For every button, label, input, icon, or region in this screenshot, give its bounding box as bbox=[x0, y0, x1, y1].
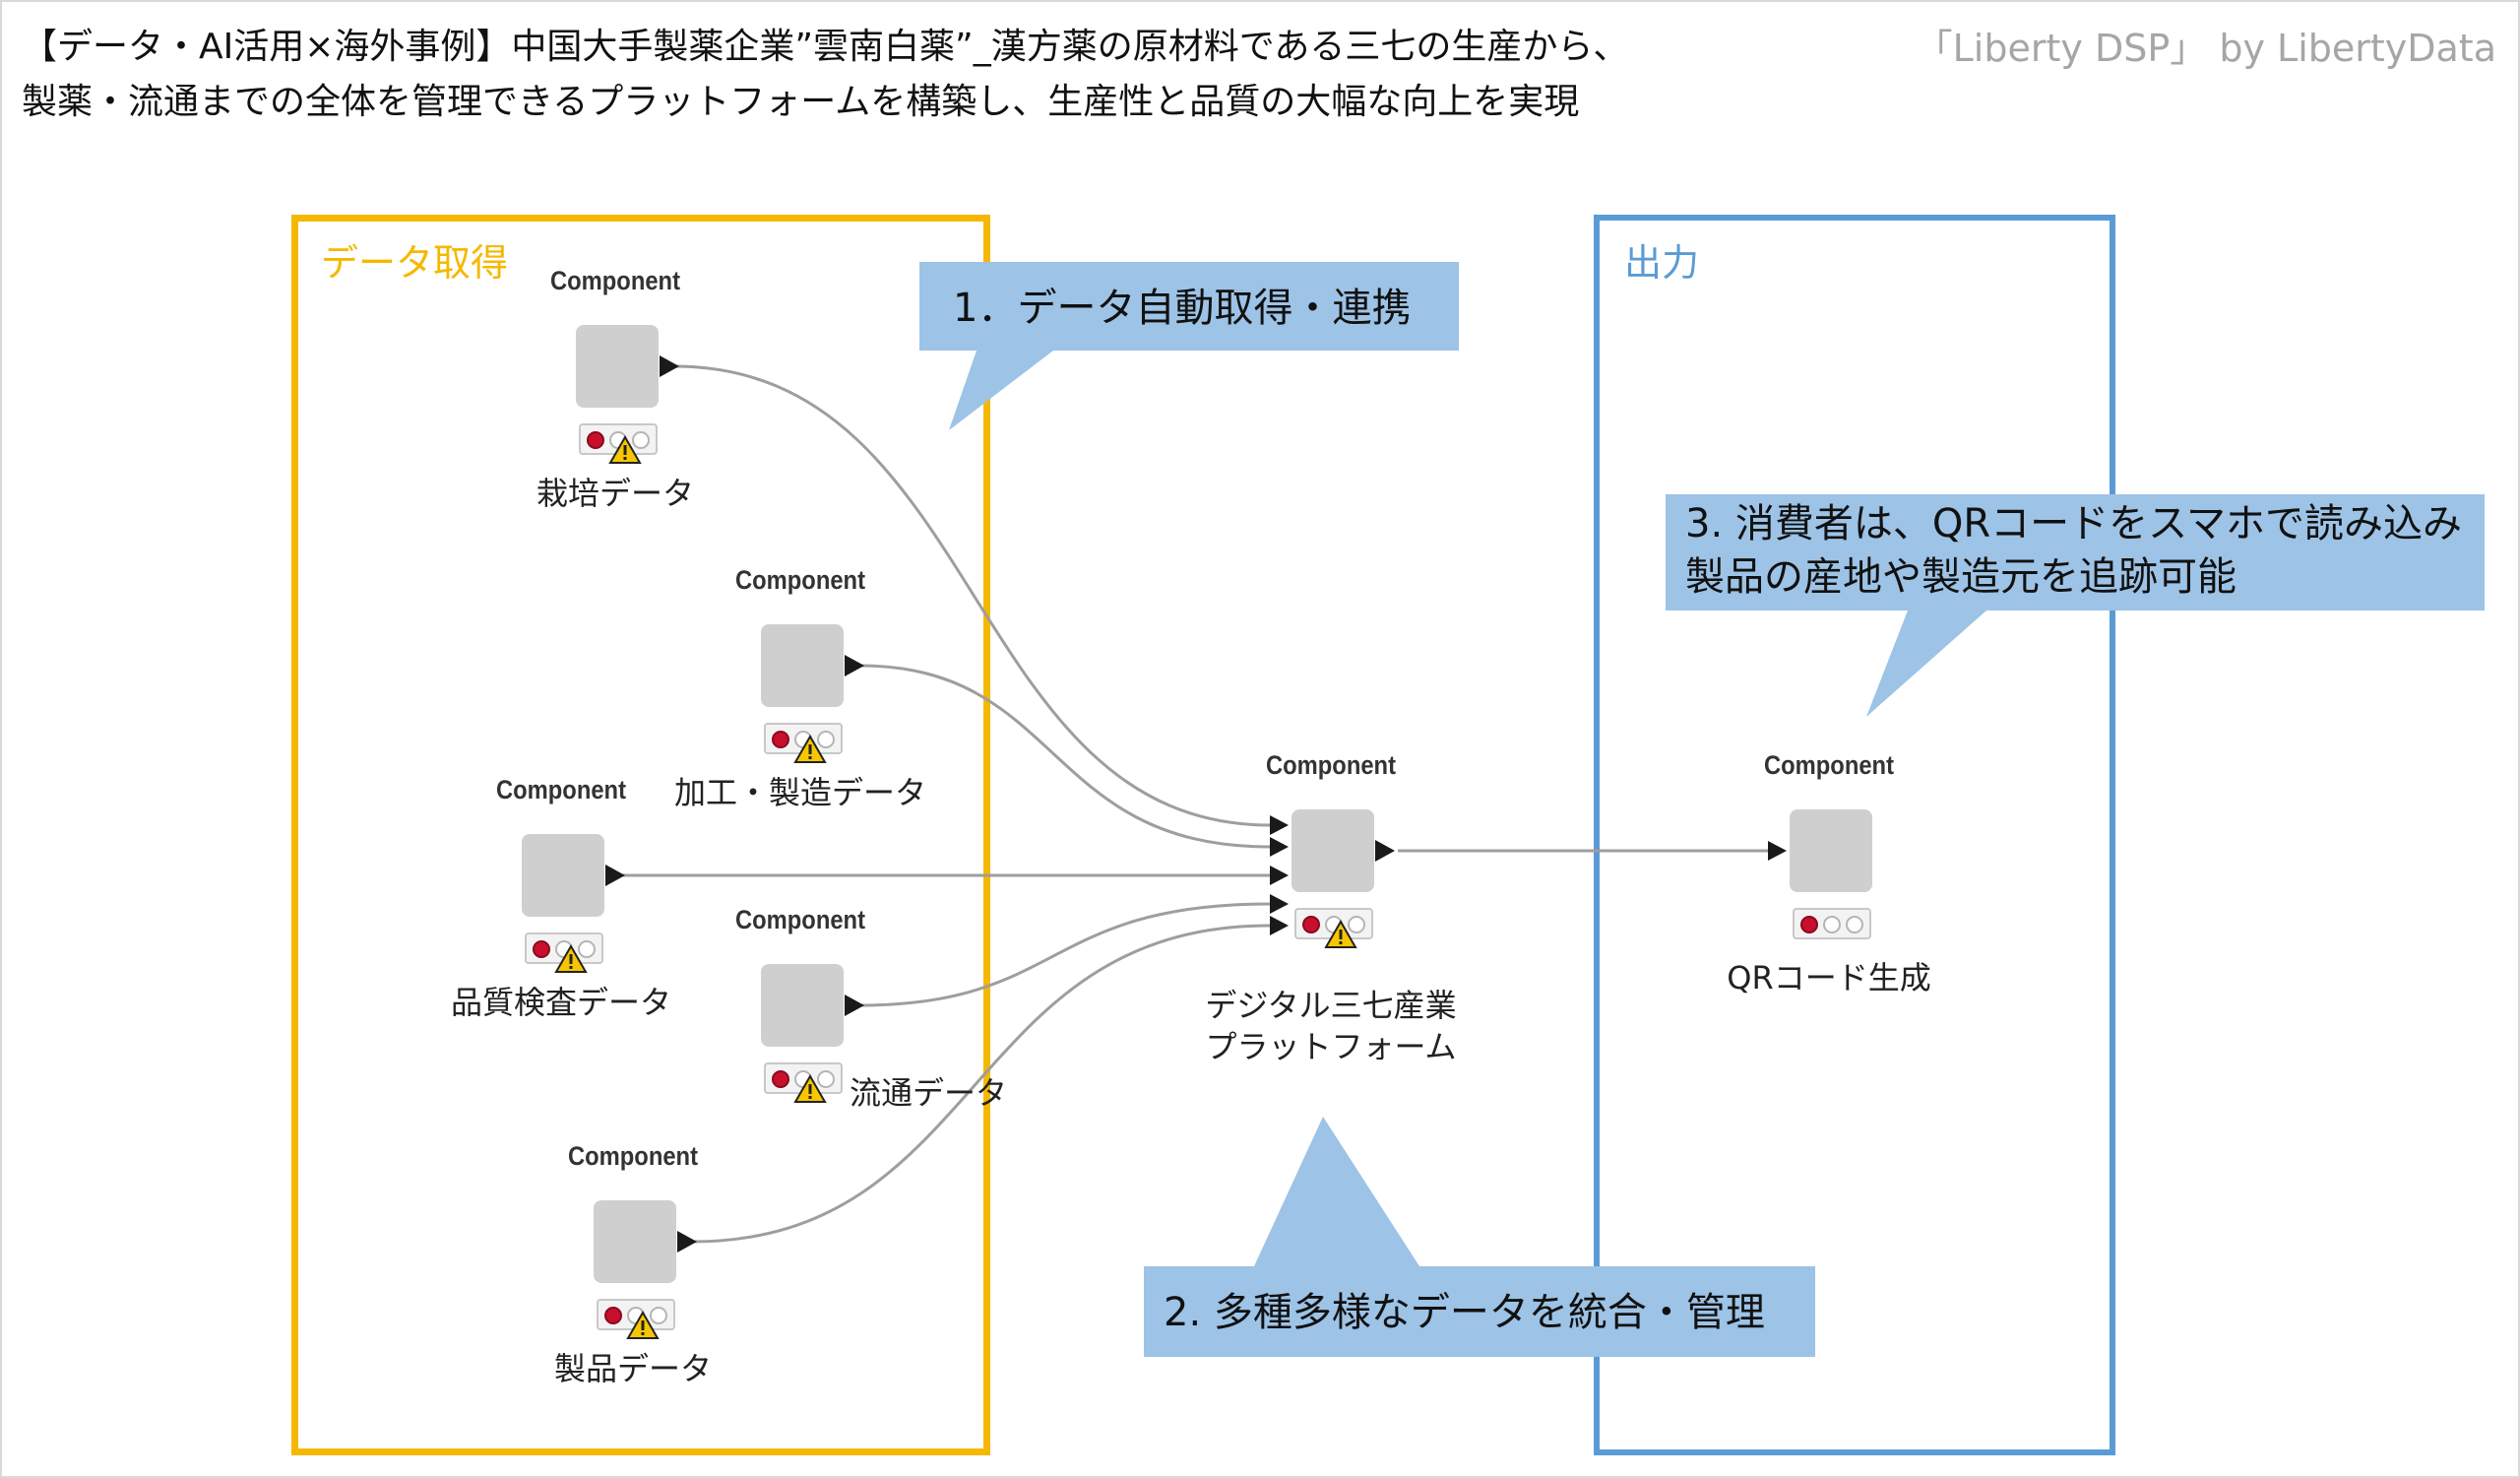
status-green-light-icon bbox=[578, 940, 596, 958]
status-yellow-light-icon bbox=[1823, 916, 1841, 933]
output-label: 出力 bbox=[1624, 241, 1700, 285]
node-label: 品質検査データ bbox=[450, 984, 671, 1021]
node-label-line-2: プラットフォーム bbox=[1205, 1028, 1457, 1065]
warning-icon bbox=[608, 435, 642, 464]
node-body[interactable] bbox=[522, 834, 604, 917]
status-red-light-icon bbox=[1800, 916, 1818, 933]
input-port-4-icon[interactable] bbox=[1270, 894, 1289, 914]
status-green-light-icon bbox=[632, 431, 650, 449]
node-processing-data[interactable]: Component 加工・製造データ bbox=[674, 565, 926, 811]
callout-1-shape bbox=[919, 262, 1459, 430]
status-red-light-icon bbox=[772, 1070, 789, 1088]
node-digital-platform[interactable]: Component デジタル三七産業 プラットフォーム bbox=[1205, 750, 1456, 1065]
callout-2-shape bbox=[1144, 1117, 1815, 1357]
title-line-2: 製薬・流通までの全体を管理できるプラットフォームを構築し、生産性と品質の大幅な向… bbox=[22, 82, 1580, 122]
callout-3-line-1: 3. 消費者は、QRコードをスマホで読み込み bbox=[1685, 501, 2462, 546]
warning-icon bbox=[1324, 920, 1357, 948]
input-port-2-icon[interactable] bbox=[1270, 837, 1289, 857]
brand-watermark: 「Liberty DSP」 by LibertyData bbox=[1915, 27, 2496, 70]
callout-3-shape bbox=[1666, 494, 2485, 717]
node-label: 栽培データ bbox=[536, 475, 694, 512]
node-type-caption: Component bbox=[496, 775, 626, 804]
node-label: 製品データ bbox=[553, 1350, 712, 1387]
node-label: QRコード生成 bbox=[1727, 959, 1931, 996]
output-port-icon[interactable] bbox=[1375, 840, 1395, 862]
input-port-5-icon[interactable] bbox=[1270, 916, 1289, 935]
node-body[interactable] bbox=[576, 325, 659, 408]
node-label: デジタル三七産業 プラットフォーム bbox=[1193, 985, 1469, 1067]
node-status-indicator bbox=[764, 1062, 843, 1103]
node-distribution-data[interactable]: Component 流通データ bbox=[722, 905, 1007, 1131]
slide-title: 【データ・AI活用×海外事例】中国大手製薬企業”雲南白薬”_漢方薬の原材料である… bbox=[22, 20, 1813, 130]
node-type-caption: Component bbox=[735, 905, 865, 934]
output-port-icon[interactable] bbox=[677, 1231, 697, 1253]
warning-icon bbox=[626, 1311, 660, 1339]
node-label-line-1: デジタル三七産業 bbox=[1205, 987, 1457, 1024]
output-port-icon[interactable] bbox=[660, 355, 679, 377]
status-red-light-icon bbox=[1302, 916, 1320, 933]
status-red-light-icon bbox=[604, 1307, 622, 1324]
output-port-icon[interactable] bbox=[605, 865, 625, 886]
callout-3-line-2: 製品の産地や製造元を追跡可能 bbox=[1685, 554, 2236, 600]
title-line-1: 【データ・AI活用×海外事例】中国大手製薬企業”雲南白薬”_漢方薬の原材料である… bbox=[22, 27, 1629, 67]
status-green-light-icon bbox=[1348, 916, 1365, 933]
node-product-data[interactable]: Component 製品データ bbox=[554, 1141, 712, 1387]
status-green-light-icon bbox=[650, 1307, 667, 1324]
input-port-icon[interactable] bbox=[1768, 841, 1787, 861]
node-status-indicator bbox=[1793, 908, 1871, 939]
status-red-light-icon bbox=[587, 431, 604, 449]
node-label: 流通データ bbox=[849, 1074, 1007, 1112]
node-body[interactable] bbox=[1292, 809, 1374, 892]
node-type-caption: Component bbox=[735, 565, 865, 595]
node-status-indicator bbox=[525, 932, 603, 973]
node-label: 加工・製造データ bbox=[673, 774, 926, 811]
output-port-icon[interactable] bbox=[845, 995, 864, 1016]
data-acquisition-group bbox=[291, 215, 990, 1455]
node-quality-data[interactable]: Component 品質検査データ bbox=[451, 775, 671, 1021]
node-status-indicator bbox=[579, 423, 658, 464]
wire-cultivation-to-platform bbox=[673, 364, 1271, 827]
node-cultivation-data[interactable]: Component 栽培データ bbox=[536, 266, 694, 512]
node-type-caption: Component bbox=[550, 266, 680, 295]
warning-icon bbox=[554, 944, 588, 973]
status-green-light-icon bbox=[817, 1070, 835, 1088]
callout-1-text: 1．データ自動取得・連携 bbox=[953, 286, 1412, 331]
wire-processing-to-platform bbox=[858, 664, 1271, 849]
output-port-icon[interactable] bbox=[845, 655, 864, 676]
status-green-light-icon bbox=[817, 731, 835, 748]
status-red-light-icon bbox=[533, 940, 550, 958]
warning-icon bbox=[793, 735, 827, 763]
node-qr-generation[interactable]: Component QRコード生成 bbox=[1727, 750, 1930, 996]
output-group bbox=[1594, 215, 2115, 1455]
status-red-light-icon bbox=[772, 731, 789, 748]
data-acquisition-label: データ取得 bbox=[321, 241, 509, 285]
node-status-indicator bbox=[1294, 908, 1373, 948]
node-body[interactable] bbox=[1790, 809, 1872, 892]
node-type-caption: Component bbox=[1266, 750, 1396, 780]
status-green-light-icon bbox=[1846, 916, 1863, 933]
node-status-indicator bbox=[764, 723, 843, 763]
input-port-1-icon[interactable] bbox=[1270, 815, 1289, 835]
node-status-indicator bbox=[597, 1299, 675, 1339]
node-body[interactable] bbox=[761, 624, 844, 707]
wire-distribution-to-platform bbox=[858, 902, 1271, 1007]
node-type-caption: Component bbox=[568, 1141, 698, 1171]
wire-product-to-platform bbox=[691, 924, 1271, 1244]
node-body[interactable] bbox=[594, 1200, 676, 1283]
input-port-3-icon[interactable] bbox=[1270, 866, 1289, 885]
warning-icon bbox=[793, 1074, 827, 1103]
node-type-caption: Component bbox=[1764, 750, 1894, 780]
callout-2-text: 2. 多種多様なデータを統合・管理 bbox=[1164, 1290, 1765, 1335]
node-body[interactable] bbox=[761, 964, 844, 1047]
